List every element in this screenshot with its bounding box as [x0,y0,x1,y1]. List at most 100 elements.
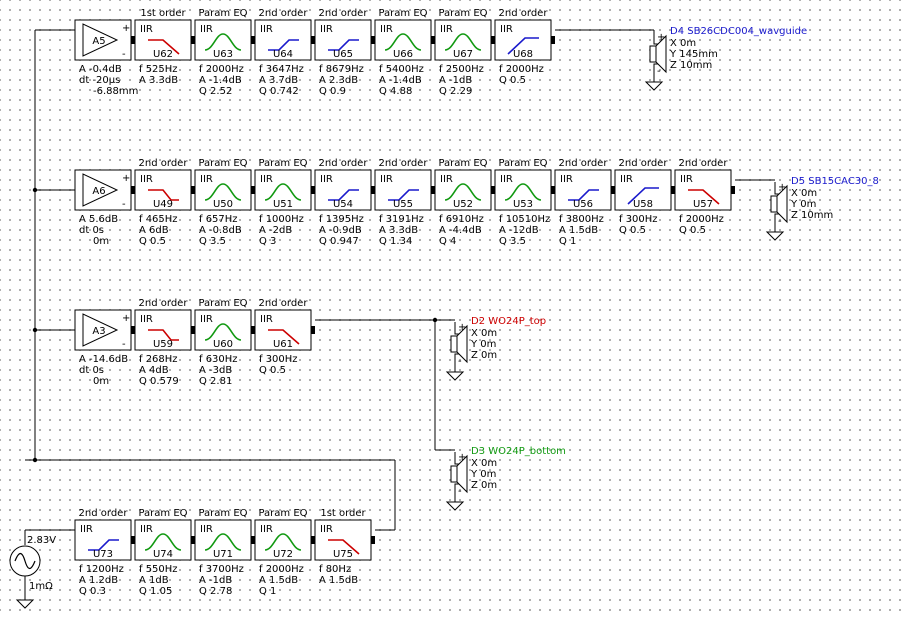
filter-curve-icon [384,33,422,51]
speaker-param: X 0m [791,188,817,199]
block-header: 2nd order [259,8,309,19]
block-terminal [191,36,195,44]
amp-terminal [131,186,135,194]
block-param: A 1dB [139,575,169,586]
block-param: f 10510Hz [499,214,550,225]
block-header: Param EQ [438,158,487,169]
filter-curve-icon [148,189,179,201]
block-param: f 6910Hz [439,214,484,225]
source-resistance: 1mΩ [29,581,53,592]
block-header: Param EQ [498,158,547,169]
speaker-minus-wire [454,353,459,372]
block-param: f 2000Hz [679,214,724,225]
minus-sign: - [778,216,782,227]
block-terminal [191,536,195,544]
ground-icon [644,81,664,91]
block-param: Q 1 [259,586,276,597]
speaker-magnet [770,195,778,213]
block-param: f 2000Hz [259,564,304,575]
block-param: f 630Hz [199,354,238,365]
block-type-label: IIR [200,24,213,35]
block-header: 2nd order [559,158,609,169]
block-param: Q 0.947 [319,236,359,247]
block-name: U49 [153,199,173,210]
plus-sign: + [458,452,466,463]
block-param: A 1.5dB [559,225,598,236]
block-name: U52 [453,199,473,210]
block-param: A 1.2dB [79,575,118,586]
speaker-title: D3 WO24P_bottom [471,446,566,457]
block-terminal [671,186,675,194]
block-frame [74,519,132,561]
speaker-minus-wire [653,63,658,82]
block-param: f 300Hz [259,354,298,365]
block-param: Q 0.5 [259,365,286,376]
plus-sign: + [778,182,786,193]
block-param: Q 1.05 [139,586,172,597]
amp-param: -6.88mm [93,86,138,97]
block-frame [554,169,612,211]
block-frame [254,519,312,561]
amp-terminal [131,326,135,334]
block-header: 2nd order [619,158,669,169]
speaker-magnet [649,45,657,63]
filter-curve-icon [204,183,242,201]
block-param: f 8679Hz [319,64,364,75]
block-param: f 550Hz [139,564,178,575]
block-header: 2nd order [79,508,129,519]
block-type-label: IIR [140,314,153,325]
block-param: A -1.4dB [199,75,242,86]
filter-curve-icon [328,189,359,201]
block-name: U56 [573,199,593,210]
block-param: A -2dB [259,225,292,236]
block-frame [254,19,312,61]
speaker-d5[interactable]: +-D5 SB15CAC30_8X 0mY 0mZ 10mm [765,176,879,241]
filter-curve-icon [88,539,119,551]
block-header: 2nd order [139,158,189,169]
minus-sign: - [458,486,462,497]
plus-sign: + [458,322,466,333]
block-param: A 2.3dB [319,75,358,86]
block-param: f 1395Hz [319,214,364,225]
block-param: Q 2.81 [199,376,232,387]
filter-curve-icon [627,187,659,205]
block-param: Q 2.78 [199,586,232,597]
block-param: A -4.4dB [439,225,482,236]
block-param: f 268Hz [139,354,178,365]
plus-sign: + [657,32,665,43]
block-name: U54 [333,199,353,210]
